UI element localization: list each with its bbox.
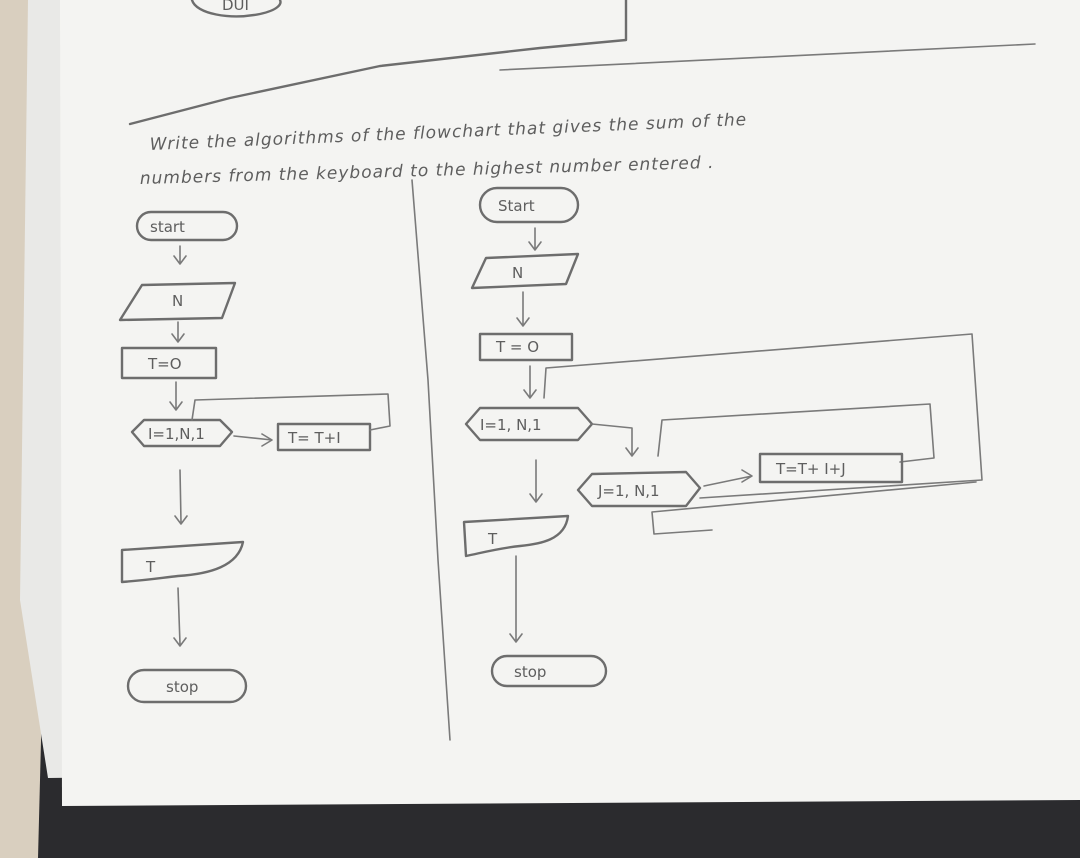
left-body-box xyxy=(276,422,372,452)
left-stop-terminal xyxy=(126,668,248,704)
right-stop-label: stop xyxy=(514,663,546,681)
right-arrow-1 xyxy=(528,227,542,251)
paper-sheet xyxy=(60,0,1080,806)
top-terminal-shape xyxy=(190,0,282,18)
left-output-label: T xyxy=(145,558,156,576)
right-output-document xyxy=(462,514,570,558)
left-stop-label: stop xyxy=(166,678,198,696)
right-outer-loop-arrow xyxy=(591,423,639,457)
top-terminal-text: DUI xyxy=(222,0,249,14)
left-loop-label: I=1,N,1 xyxy=(148,425,205,443)
right-input-parallelogram xyxy=(470,252,580,290)
right-inner-loop-hexagon xyxy=(576,470,702,508)
column-divider xyxy=(411,179,451,741)
previous-exercise-divider xyxy=(128,0,628,126)
left-body-label: T= T+I xyxy=(287,429,341,447)
right-arrow-4 xyxy=(529,459,543,503)
left-start-label: start xyxy=(150,218,185,236)
left-init-box xyxy=(120,346,218,380)
right-start-label: Start xyxy=(498,197,535,215)
previous-exercise-rule xyxy=(499,43,1036,71)
left-start-terminal xyxy=(135,210,239,242)
right-inner-loop-arrow xyxy=(703,469,753,487)
right-inner-return-line xyxy=(657,403,935,463)
left-output-document xyxy=(120,540,245,584)
right-init-box xyxy=(478,332,574,362)
right-start-terminal xyxy=(478,186,580,224)
right-stop-terminal xyxy=(490,654,608,688)
left-arrow-2 xyxy=(171,321,185,343)
left-arrow-5 xyxy=(173,587,187,647)
right-inner-loop-label: J=1, N,1 xyxy=(597,482,660,500)
right-init-label: T = O xyxy=(495,338,539,356)
right-body-label: T=T+ I+J xyxy=(775,460,846,478)
right-arrow-3 xyxy=(523,365,537,399)
right-body-box xyxy=(758,452,904,484)
right-output-label: T xyxy=(487,530,498,548)
left-init-label: T=O xyxy=(147,355,182,373)
right-outer-return-line xyxy=(543,333,983,499)
right-arrow-5 xyxy=(509,555,523,643)
left-return-line xyxy=(191,393,391,431)
right-input-label: N xyxy=(512,264,523,282)
left-input-label: N xyxy=(172,292,183,310)
left-arrow-4 xyxy=(174,469,188,525)
right-outer-loop-label: I=1, N,1 xyxy=(480,416,542,434)
left-input-parallelogram xyxy=(118,281,237,322)
right-arrow-2 xyxy=(516,291,530,327)
left-arrow-1 xyxy=(173,245,187,265)
left-arrow-3 xyxy=(169,381,183,411)
right-exit-line xyxy=(651,481,977,535)
left-loop-hexagon xyxy=(130,418,234,448)
left-loop-arrow xyxy=(233,433,273,447)
